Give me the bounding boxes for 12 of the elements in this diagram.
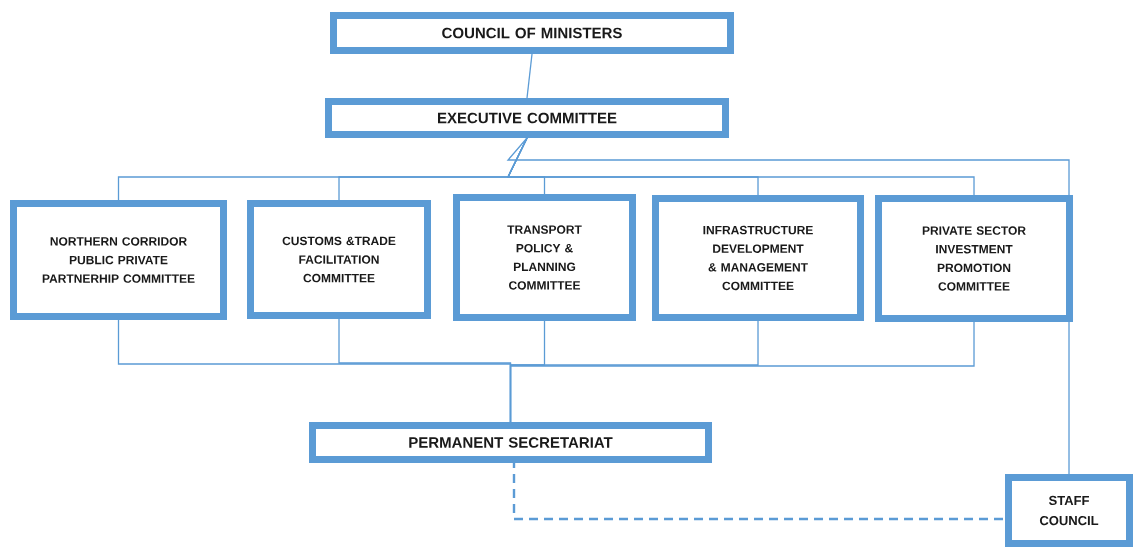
org-box: PRIVATE SECTOR INVESTMENT PROMOTION COMMITTEE [875,195,1073,322]
org-box: STAFF COUNCIL [1005,474,1133,547]
org-box: NORTHERN CORRIDOR PUBLIC PRIVATE PARTNERHIP COMMITTEE [10,200,227,320]
org-box: CUSTOMS &TRADE FACILITATION COMMITTEE [247,200,431,319]
org-box: TRANSPORT POLICY & PLANNING COMMITTEE [453,194,636,321]
org-box: EXECUTIVE COMMITTEE [325,98,729,138]
org-box: INFRASTRUCTURE DEVELOPMENT & MANAGEMENT COMMITTEE [652,195,864,321]
connector-line [506,137,1070,475]
connector-line [509,321,975,423]
connector-line [526,53,533,99]
org-box: COUNCIL OF MINISTERS [330,12,734,54]
org-box: PERMANENT SECRETARIAT [309,422,712,463]
